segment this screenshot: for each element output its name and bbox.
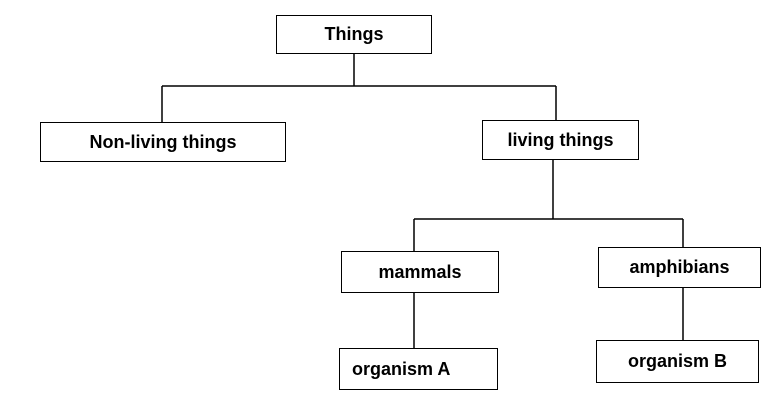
node-amphibians: amphibians	[598, 247, 761, 288]
node-organism-a: organism A	[339, 348, 498, 390]
node-living-things: living things	[482, 120, 639, 160]
node-nonliving-things: Non-living things	[40, 122, 286, 162]
node-mammals: mammals	[341, 251, 499, 293]
node-organism-b: organism B	[596, 340, 759, 383]
node-things: Things	[276, 15, 432, 54]
